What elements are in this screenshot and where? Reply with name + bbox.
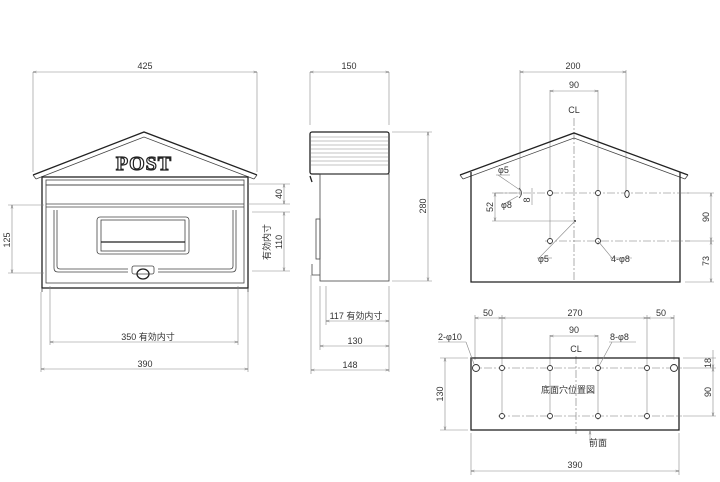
- dim-left-height: 125: [2, 232, 12, 247]
- dim-top-offset: 18: [703, 358, 713, 368]
- bottom-centerline-label: CL: [570, 344, 582, 354]
- dim-span-outer: 200: [565, 61, 580, 71]
- hole-small-1-label: φ5: [498, 165, 509, 175]
- dim-body-width: 390: [137, 359, 152, 369]
- dim-top-width: 150: [341, 61, 356, 71]
- hole-small-2-label: φ5: [538, 254, 549, 264]
- hole-large-1-label: φ8: [501, 200, 512, 210]
- dim-width: 390: [567, 460, 582, 470]
- centerline-label: CL: [568, 105, 580, 115]
- dim-vertical-73: 73: [701, 256, 711, 266]
- dim-inner-span: 90: [569, 325, 579, 335]
- dim-inner-height: 110: [274, 235, 284, 249]
- dim-row-spacing: 90: [703, 387, 713, 397]
- big-holes-label: 2-φ10: [438, 332, 462, 342]
- dim-right-margin: 50: [656, 308, 666, 318]
- dim-inner-height-label: 有効内寸: [261, 224, 272, 260]
- bottom-view-title: 底面穴位置図: [541, 384, 595, 395]
- post-logo: POST: [116, 153, 172, 175]
- dim-overall-depth: 148: [342, 360, 357, 370]
- front-label: 前面: [589, 437, 607, 448]
- dim-body-depth: 130: [347, 336, 362, 346]
- back-view: 200 90 CL φ5 φ8 8: [459, 61, 714, 283]
- front-view: 425 POST 125 4: [2, 61, 290, 372]
- dim-height: 280: [418, 198, 428, 213]
- bottom-view: 50 270 50 90 CL 2-φ10 8-φ8 底面穴位置図: [435, 308, 716, 475]
- dim-depth: 130: [435, 386, 445, 401]
- dim-inner-width: 350 有効内寸: [121, 331, 175, 342]
- dim-vertical-52: 52: [485, 202, 495, 212]
- dim-center-span: 270: [567, 308, 582, 318]
- dim-inner-depth: 117 有効内寸: [330, 310, 383, 321]
- dim-span-inner: 90: [569, 80, 579, 90]
- side-view: 150 280 117 有効内寸 130: [309, 61, 432, 374]
- hole-group-label: 4-φ8: [611, 254, 630, 264]
- dim-offset-8: 8: [522, 197, 532, 202]
- dim-left-margin: 50: [483, 308, 493, 318]
- dim-slot-offset: 40: [274, 189, 284, 199]
- small-holes-label: 8-φ8: [610, 332, 629, 342]
- dim-vertical-90: 90: [701, 212, 711, 222]
- dim-overall-width: 425: [137, 61, 152, 71]
